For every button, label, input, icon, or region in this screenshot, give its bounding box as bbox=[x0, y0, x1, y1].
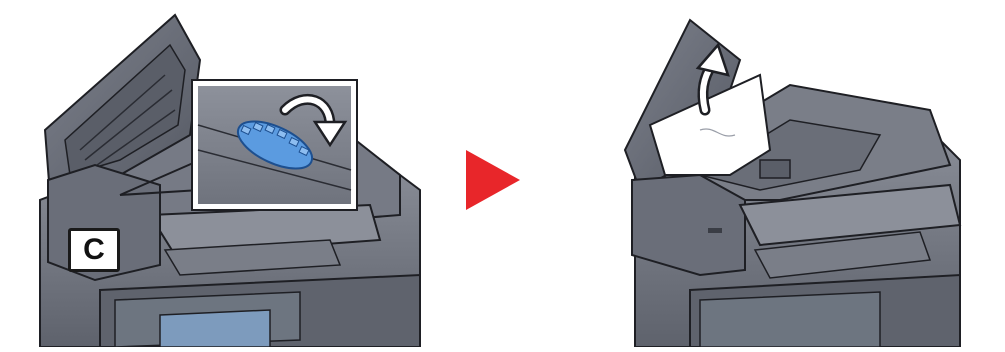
gear-detail-inset bbox=[192, 80, 357, 210]
red-triangle-right-icon bbox=[466, 150, 520, 210]
cover-c-callout: C bbox=[68, 228, 120, 272]
right-printer-illustration bbox=[625, 20, 960, 347]
